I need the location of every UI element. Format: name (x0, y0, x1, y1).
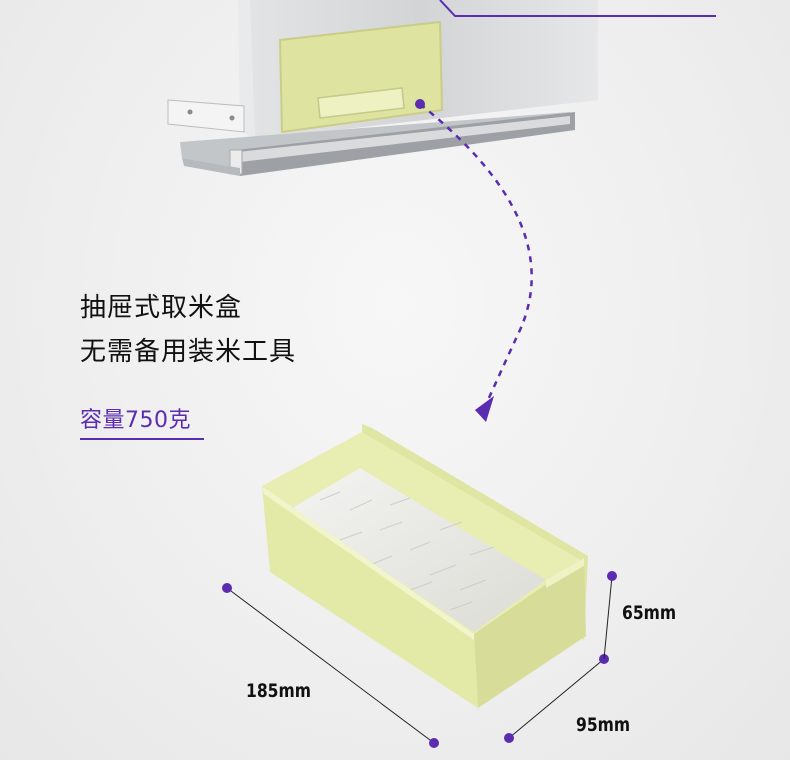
headline-line-2: 无需备用装米工具 (80, 337, 297, 367)
width-label: 95mm (576, 714, 631, 736)
rice-dispenser-cabinet (167, 0, 716, 176)
callout-leader-line (439, 0, 716, 17)
dimension-height (603, 571, 617, 660)
pull-out-arrow (415, 99, 533, 422)
capacity-underline (80, 438, 204, 440)
rice-fill (292, 468, 546, 632)
capacity-label: 容量750克 (80, 408, 191, 433)
headline-line-1: 抽屉式取米盒 (80, 293, 243, 323)
dimension-length (222, 583, 439, 748)
length-label: 185mm (246, 680, 311, 702)
height-label: 65mm (622, 602, 677, 624)
rice-box (262, 424, 588, 708)
headline: 抽屉式取米盒 无需备用装米工具 (80, 286, 296, 374)
